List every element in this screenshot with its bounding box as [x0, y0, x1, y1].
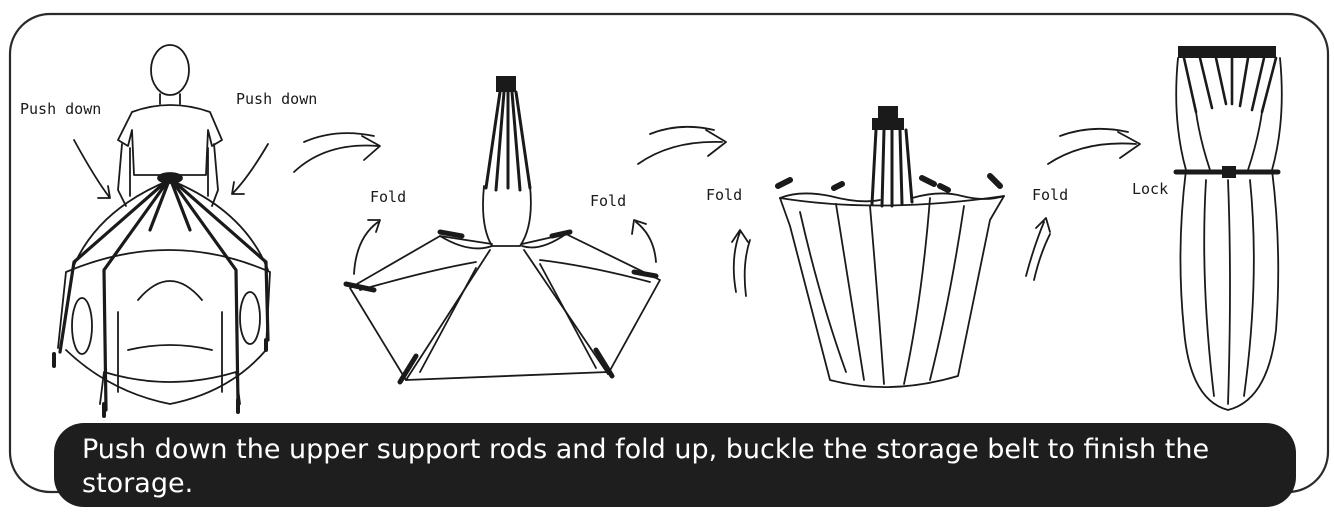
- gathered-rod-tips: [775, 173, 1003, 193]
- label-push-down-left: Push down: [20, 100, 102, 118]
- bag-top-rods: [1182, 56, 1278, 114]
- tent-door: [137, 280, 203, 301]
- frame-sleeve: [482, 185, 532, 247]
- step-3-gathered-fabric: [731, 106, 1141, 388]
- tent-panel-lines: [117, 311, 223, 393]
- gathered-rods: [870, 128, 914, 208]
- caption-text: Push down the upper support rods and fol…: [82, 434, 1210, 499]
- gathered-collar: [872, 118, 904, 130]
- push-arrow-right: [231, 143, 269, 195]
- label-fold-step2-right: Fold: [590, 192, 627, 210]
- frame-rods-vertical: [484, 90, 532, 192]
- transition-arrow-2: [637, 129, 727, 165]
- gathered-bag: [779, 195, 1005, 388]
- person-shirt: [117, 104, 223, 176]
- tent-window-right: [239, 291, 261, 345]
- step-2-folding-frame: [343, 76, 727, 385]
- person-head: [150, 44, 190, 96]
- fold-arrow-3-left: [731, 229, 749, 293]
- frame-fabric: [359, 233, 651, 373]
- fold-arrow-right: [631, 219, 657, 263]
- bag-top-clips: [1178, 46, 1276, 58]
- tent-base-inner: [99, 371, 241, 405]
- label-push-down-right: Push down: [236, 90, 318, 108]
- push-arrow-left: [73, 139, 111, 199]
- transition-arrow-3: [1047, 131, 1141, 165]
- fold-arrow-3-right: [1025, 217, 1051, 277]
- transition-arrow-1: [293, 135, 381, 173]
- tent-hub: [157, 172, 183, 184]
- tent-body: [57, 249, 271, 349]
- step-4-locked-bag: [1173, 46, 1283, 411]
- gathered-rim: [779, 192, 1005, 203]
- gathered-top-cap: [878, 106, 898, 120]
- label-fold-step3-right: Fold: [1032, 186, 1069, 204]
- person-arms: [117, 143, 219, 207]
- person-neck: [159, 93, 181, 105]
- tent-base: [65, 349, 267, 405]
- step-1-person-pushing-tent: [52, 44, 381, 418]
- frame-top-cap: [496, 76, 516, 92]
- fold-arrow-left: [353, 219, 381, 275]
- label-fold-step3-left: Fold: [706, 186, 743, 204]
- belt-buckle: [1222, 166, 1236, 178]
- tent-rods: [58, 176, 270, 412]
- bag-folds: [1195, 111, 1263, 405]
- frame-rod-tips: [343, 229, 659, 385]
- tent-feet: [52, 338, 268, 418]
- frame-arm-right: [521, 233, 661, 375]
- label-lock: Lock: [1132, 180, 1169, 198]
- caption-banner: Push down the upper support rods and fol…: [54, 423, 1296, 507]
- gathered-folds: [799, 197, 965, 385]
- label-fold-step2-left: Fold: [370, 188, 407, 206]
- tent-window-left: [71, 297, 93, 355]
